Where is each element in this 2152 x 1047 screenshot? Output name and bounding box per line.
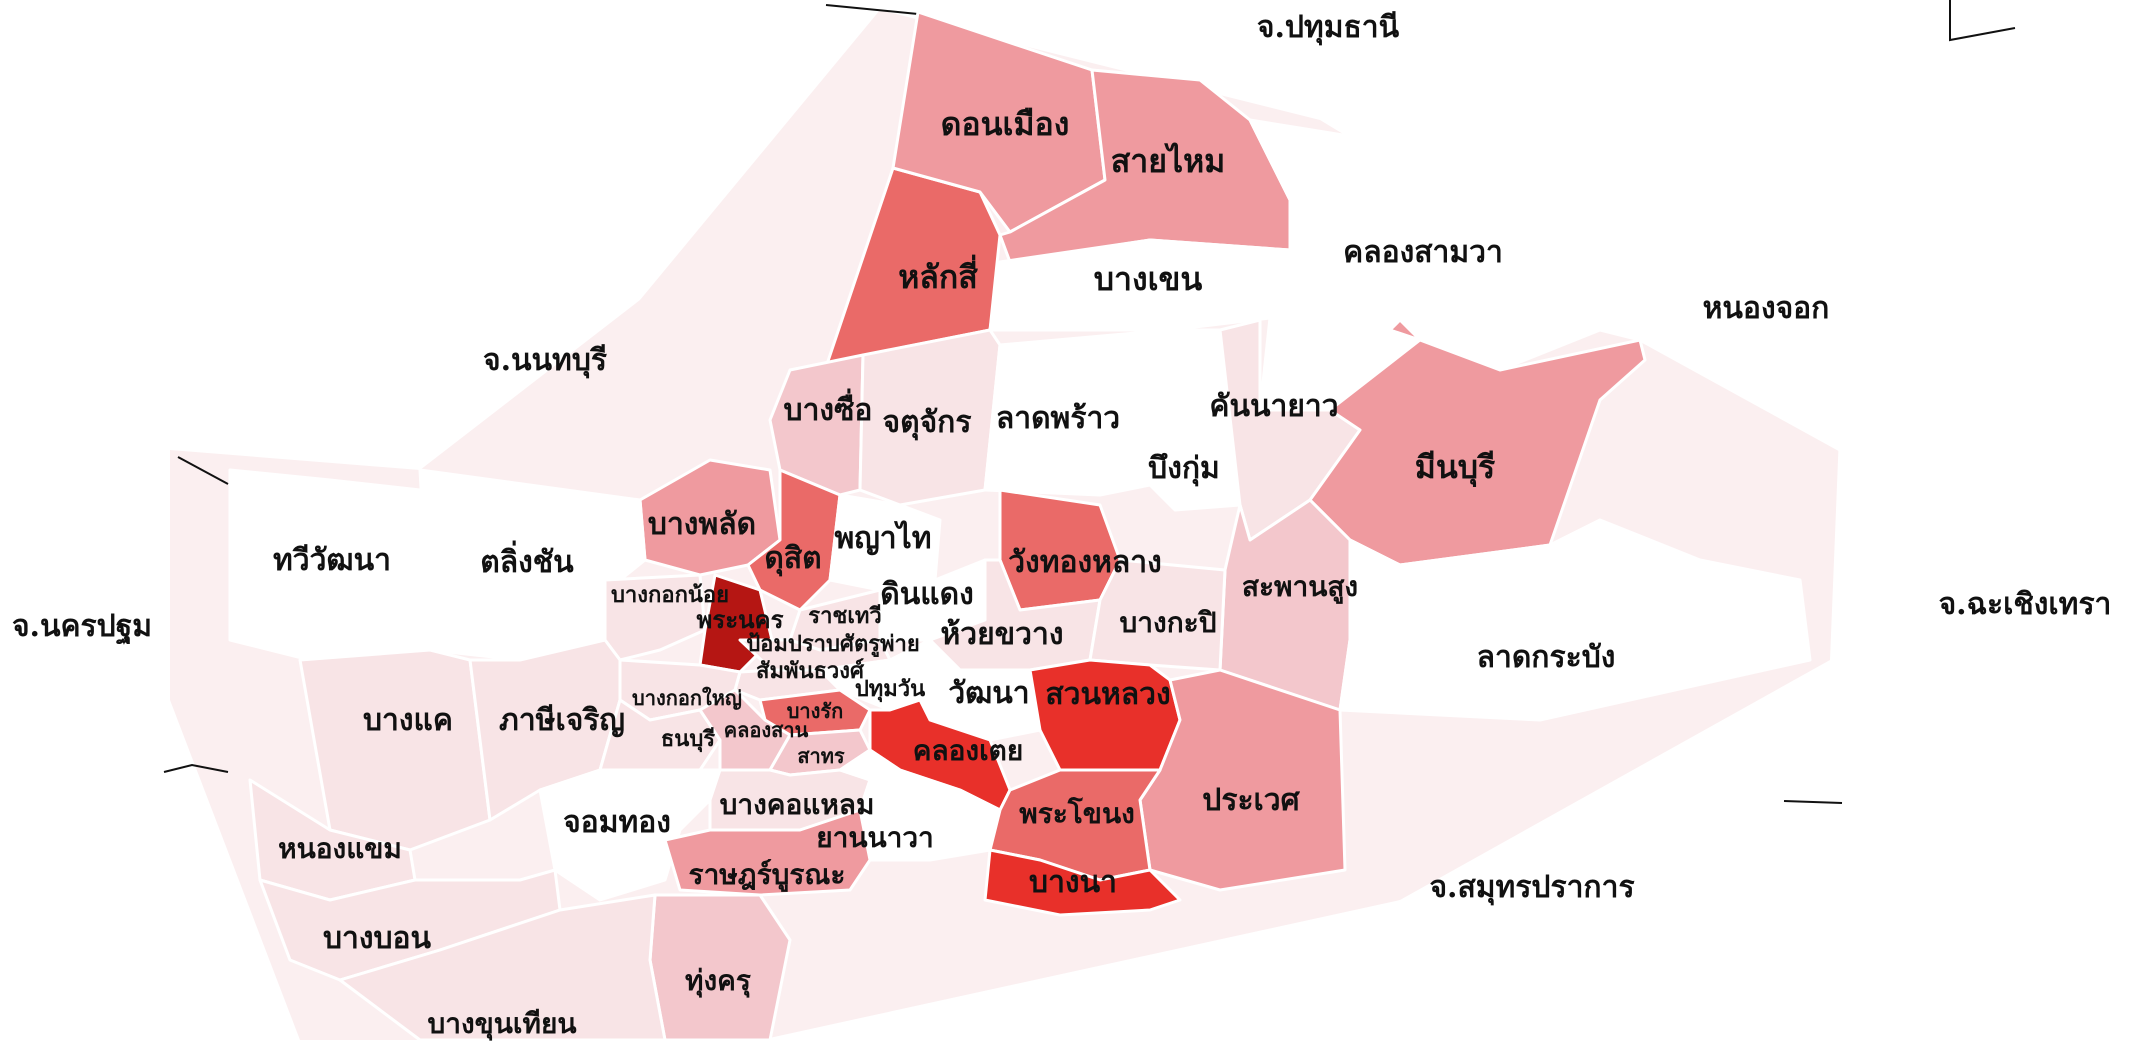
district-label: บางรัก	[787, 699, 844, 723]
district-label: บางขุนเทียน	[427, 1007, 576, 1041]
district-label: ตลิ่งชัน	[480, 540, 574, 580]
district-label: คลองเตย	[913, 734, 1024, 767]
district-label: หลักสี่	[898, 254, 978, 296]
district-label: สายไหม	[1111, 142, 1226, 180]
province-label-nakhon-pathom: จ.นครปฐม	[12, 609, 152, 646]
district-lat-phrao[interactable]	[983, 328, 1172, 497]
district-label: ห้วยขวาง	[940, 617, 1063, 652]
border-tick-southeast	[1783, 800, 1843, 804]
district-label: บางกะปิ	[1120, 606, 1217, 639]
border-tick-west	[177, 456, 229, 485]
district-label: คลองสาน	[724, 718, 809, 742]
district-label: ราษฎร์บูรณะ	[689, 858, 846, 892]
district-label: ยานนาวา	[816, 821, 934, 854]
district-label: วังทองหลาง	[1008, 545, 1162, 580]
district-label: ทวีวัฒนา	[273, 543, 391, 578]
border-tick-southwest	[163, 763, 229, 773]
district-label: สัมพันธวงศ์	[756, 658, 865, 684]
district-label: บางแค	[363, 703, 453, 738]
district-label: สาทร	[797, 744, 845, 768]
district-label: พญาไท	[834, 520, 931, 556]
district-label: พระนคร	[697, 605, 784, 634]
district-label: ประเวศ	[1202, 783, 1300, 818]
province-label-pathum-thani: จ.ปทุมธานี	[1257, 10, 1400, 46]
district-nong-chok[interactable]	[1558, 168, 1902, 452]
district-bueng-kum[interactable]	[1148, 328, 1242, 512]
district-label: บางบอน	[323, 921, 432, 956]
province-label-samut-prakan: จ.สมุทรปราการ	[1429, 870, 1634, 906]
district-prawet[interactable]	[1138, 668, 1347, 892]
district-label: ลาดกระบัง	[1477, 640, 1616, 675]
district-label: ดอนเมือง	[941, 105, 1070, 143]
province-label-nonthaburi: จ.นนทบุรี	[483, 343, 607, 379]
border-tick-north	[825, 4, 919, 15]
district-bang-khae[interactable]	[298, 648, 492, 852]
district-rat-burana[interactable]	[663, 808, 872, 897]
district-label: ลาดพร้าว	[996, 401, 1120, 436]
district-label: บางนา	[1029, 865, 1117, 900]
district-label: บางกอกใหญ่	[632, 686, 742, 710]
district-label: หนองจอก	[1703, 291, 1830, 326]
district-bang-khun-thian[interactable]	[338, 893, 667, 1042]
district-label: บึงกุ่ม	[1148, 451, 1220, 487]
district-label: ดินแดง	[880, 577, 973, 612]
district-label: คลองสามวา	[1343, 235, 1503, 270]
district-label: ราชเทวี	[808, 603, 881, 629]
district-label: บางกอกน้อย	[611, 582, 729, 608]
district-label: จอมทอง	[563, 805, 671, 840]
district-label: คันนายาว	[1209, 389, 1338, 424]
district-label: หนองแขม	[278, 832, 402, 865]
district-chom-thong[interactable]	[538, 768, 722, 902]
district-label: บางคอแหลม	[720, 788, 875, 821]
district-label: วัฒนา	[948, 676, 1029, 711]
district-label: บางพลัด	[648, 507, 756, 542]
district-label: ป้อมปราบศัตรูพ่าย	[746, 631, 920, 658]
district-label: สวนหลวง	[1045, 677, 1170, 712]
border-tick-northeast	[1949, 0, 2016, 42]
district-label: ทุ่งครุ	[685, 964, 751, 998]
district-label: พระโขนง	[1019, 796, 1135, 830]
district-label: สะพานสูง	[1242, 570, 1358, 604]
district-bang-bon[interactable]	[258, 868, 562, 982]
district-label: บางเขน	[1094, 260, 1203, 298]
district-lat-krabang[interactable]	[1338, 518, 1812, 722]
district-label: ปทุมวัน	[855, 676, 925, 703]
district-label: ภาษีเจริญ	[499, 703, 625, 738]
district-label: บางซื่อ	[784, 388, 873, 428]
district-label: จตุจักร	[883, 405, 972, 441]
province-label-chachoengsao: จ.ฉะเชิงเทรา	[1939, 587, 2112, 622]
district-label: ดุสิต	[764, 541, 821, 577]
district-bang-na[interactable]	[983, 848, 1182, 917]
district-label: มีนบุรี	[1415, 448, 1495, 488]
district-label: ธนบุรี	[661, 726, 715, 753]
